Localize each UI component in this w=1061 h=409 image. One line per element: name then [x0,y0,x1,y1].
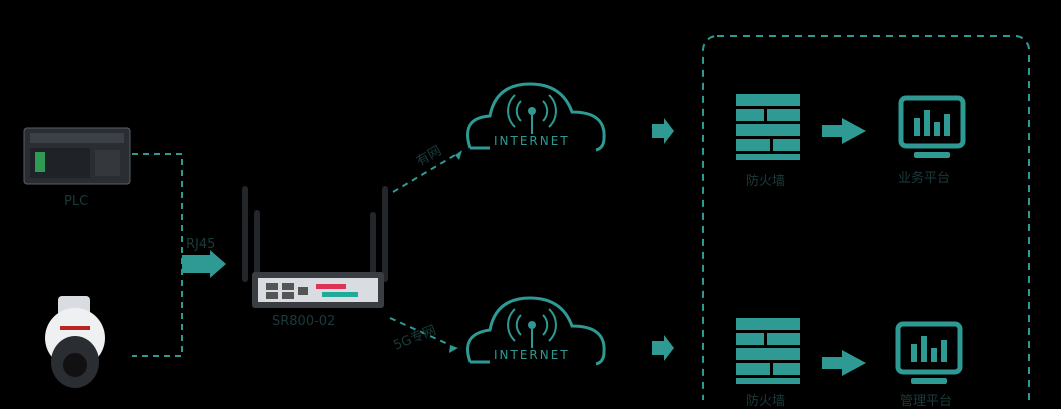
cloud-top-text: INTERNET [494,134,570,148]
plc-label: PLC [64,194,89,209]
cloud-bottom-out-arrow [652,335,674,361]
router-label: SR800-02 [272,314,336,329]
firewall-top-label: 防火墙 [746,174,786,189]
uplink-bottom-arrowhead [449,345,458,353]
plc-device [23,127,131,185]
network-diagram [23,35,1030,400]
platform-top-label: 业务平台 [898,171,951,186]
router-uplinks [389,154,456,346]
camera-device [45,296,105,388]
cloud-top-out-arrow [652,118,674,144]
cloud-bottom-signal-icon [507,308,557,348]
rj45-label: RJ45 [186,237,216,252]
cloud-top-signal-icon [507,94,557,134]
uplink-top-arrowhead [455,150,462,160]
cloud-top [466,82,606,152]
firewall-top-icon [736,94,800,160]
platform-top-icon [898,95,966,158]
firewall-bottom-icon [736,318,800,384]
cloud-platform-boundary [702,35,1030,400]
device-connectors [132,153,183,357]
firewall-bottom-arrow [822,350,866,376]
platform-bottom-icon [895,321,963,384]
cloud-bottom [466,296,606,366]
rj45-arrow [182,250,226,278]
firewall-top-arrow [822,118,866,144]
cloud-bottom-text: INTERNET [494,348,570,362]
router-device [242,186,388,308]
